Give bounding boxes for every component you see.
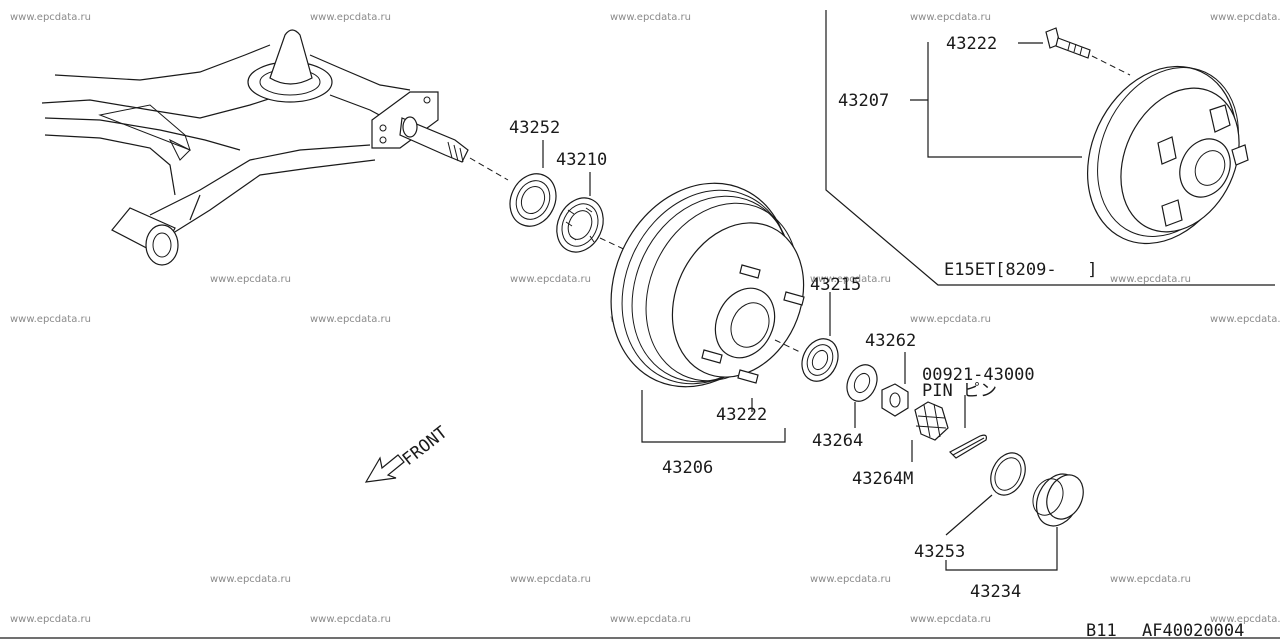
part-label-43222-inset: 43222	[946, 34, 997, 54]
model-code: B11	[1086, 621, 1117, 640]
watermark: www.epcdata.ru	[210, 574, 291, 585]
front-label: FRONT	[399, 423, 452, 470]
watermark: www.epcdata.ru	[10, 614, 91, 625]
nut-retainer-43264m	[911, 401, 949, 462]
watermark: www.epcdata.ru	[910, 314, 991, 325]
watermark: www.epcdata.ru	[10, 12, 91, 23]
watermark: www.epcdata.ru	[10, 314, 91, 325]
watermark: www.epcdata.ru	[1210, 614, 1280, 625]
axle-beam-drawing	[41, 29, 509, 266]
o-ring-43253	[945, 452, 1026, 536]
nut-43262	[881, 352, 909, 417]
watermark: www.epcdata.ru	[610, 614, 691, 625]
part-label-43207: 43207	[838, 91, 889, 111]
watermark: www.epcdata.ru	[210, 274, 291, 285]
watermark: www.epcdata.ru	[310, 12, 391, 23]
part-label-43234: 43234	[970, 582, 1021, 602]
bearing-43215	[801, 292, 839, 382]
part-label-43253: 43253	[914, 542, 965, 562]
part-label-43210: 43210	[556, 150, 607, 170]
cotter-pin-00921-43000	[949, 395, 987, 459]
watermark: www.epcdata.ru	[910, 614, 991, 625]
diagram-code: AF40020004	[1142, 621, 1244, 640]
part-labels: 43252 43210 43215 43262 00921-43000 PIN …	[509, 34, 1098, 602]
inner-bearing-43210	[556, 172, 631, 253]
part-label-43264: 43264	[812, 431, 863, 451]
watermark: www.epcdata.ru	[910, 12, 991, 23]
watermark: www.epcdata.ru	[810, 274, 891, 285]
inset-e15et	[825, 10, 1275, 286]
brake-drum-43206	[610, 182, 805, 443]
watermark: www.epcdata.ru	[310, 614, 391, 625]
hub-cap-43234	[945, 473, 1084, 571]
part-label-43252: 43252	[509, 118, 560, 138]
watermark: www.epcdata.ru	[510, 574, 591, 585]
watermark: www.epcdata.ru	[610, 12, 691, 23]
part-label-43264m: 43264M	[852, 469, 913, 489]
watermark: www.epcdata.ru	[1110, 574, 1191, 585]
footer: B11 AF40020004	[0, 621, 1280, 640]
front-arrow: FRONT	[364, 423, 452, 483]
watermark: www.epcdata.ru	[1210, 12, 1280, 23]
outer-bearing-43252	[509, 140, 557, 227]
watermarks: www.epcdata.ru www.epcdata.ru www.epcdat…	[10, 12, 1280, 625]
watermark: www.epcdata.ru	[510, 274, 591, 285]
watermark: www.epcdata.ru	[810, 574, 891, 585]
part-label-43222: 43222	[716, 405, 767, 425]
inset-label: E15ET[8209- ]	[944, 260, 1098, 280]
part-label-43215: 43215	[810, 275, 861, 295]
pin-label: PIN ピン	[922, 381, 997, 401]
watermark: www.epcdata.ru	[1210, 314, 1280, 325]
part-label-43206: 43206	[662, 458, 713, 478]
washer-43264	[846, 364, 878, 428]
part-label-43262: 43262	[865, 331, 916, 351]
part-label-00921-43000: 00921-43000	[922, 365, 1035, 385]
watermark: www.epcdata.ru	[1110, 274, 1191, 285]
watermark: www.epcdata.ru	[310, 314, 391, 325]
